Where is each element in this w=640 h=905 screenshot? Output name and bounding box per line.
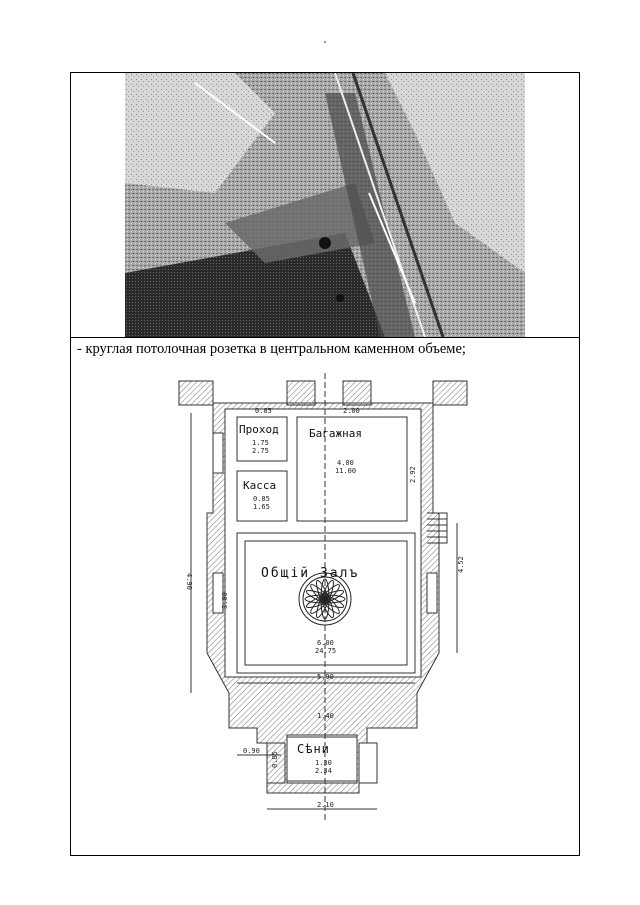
area-prokhod: 2.75 — [252, 447, 269, 455]
label-bagazhnaya: Багажная — [309, 427, 362, 440]
dim-top-right: 2.00 — [343, 407, 360, 415]
label-zal: Общiй Залъ — [261, 566, 359, 581]
area-zal: 24.75 — [315, 647, 336, 655]
dim-top-left: 0.85 — [255, 407, 272, 415]
ceiling-rosette — [298, 572, 352, 626]
dim-zal-width: 5.90 — [317, 673, 334, 681]
room-seni — [286, 736, 358, 782]
dim-zal-height: 3.00 — [221, 592, 229, 609]
area-bagazhnaya: 11.00 — [335, 467, 356, 475]
dim-seni: 1.30 — [315, 759, 332, 767]
dim-zal: 6.00 — [317, 639, 334, 647]
speck — [324, 41, 326, 43]
photo-image — [125, 73, 525, 337]
floor-plan-drawing: Проход Багажная Касса Общiй Залъ Сѣни 0.… — [178, 373, 468, 823]
document-frame: - круглая потолочная розетка в центральн… — [70, 72, 580, 856]
area-kassa: 1.65 — [253, 503, 270, 511]
dim-prokhod: 1.75 — [252, 439, 269, 447]
room-kassa — [236, 470, 288, 522]
dim-right-bag: 2.92 — [409, 466, 417, 483]
dim-bagazhnaya: 4.00 — [337, 459, 354, 467]
dim-right-total: 4.52 — [457, 556, 465, 573]
label-seni: Сѣни — [297, 742, 330, 756]
dim-left-total: 4.90 — [185, 573, 193, 590]
dim-porch-left: 0.90 — [243, 747, 260, 755]
floor-plan: Проход Багажная Касса Общiй Залъ Сѣни 0.… — [177, 373, 477, 833]
ceiling-photo — [125, 73, 525, 337]
room-bagazhnaya — [296, 416, 408, 522]
caption-text: - круглая потолочная розетка в центральн… — [77, 341, 466, 357]
dim-kassa: 0.85 — [253, 495, 270, 503]
dim-bottom: 2.10 — [317, 801, 334, 809]
row-divider — [71, 337, 579, 338]
room-prokhod — [236, 416, 288, 462]
label-kassa: Касса — [243, 479, 276, 492]
room-zal — [236, 532, 416, 674]
dim-porch-top: 1.40 — [317, 712, 334, 720]
area-seni: 2.34 — [315, 767, 332, 775]
dim-porch-side: 0.85 — [271, 751, 279, 768]
label-prokhod: Проход — [239, 423, 279, 436]
